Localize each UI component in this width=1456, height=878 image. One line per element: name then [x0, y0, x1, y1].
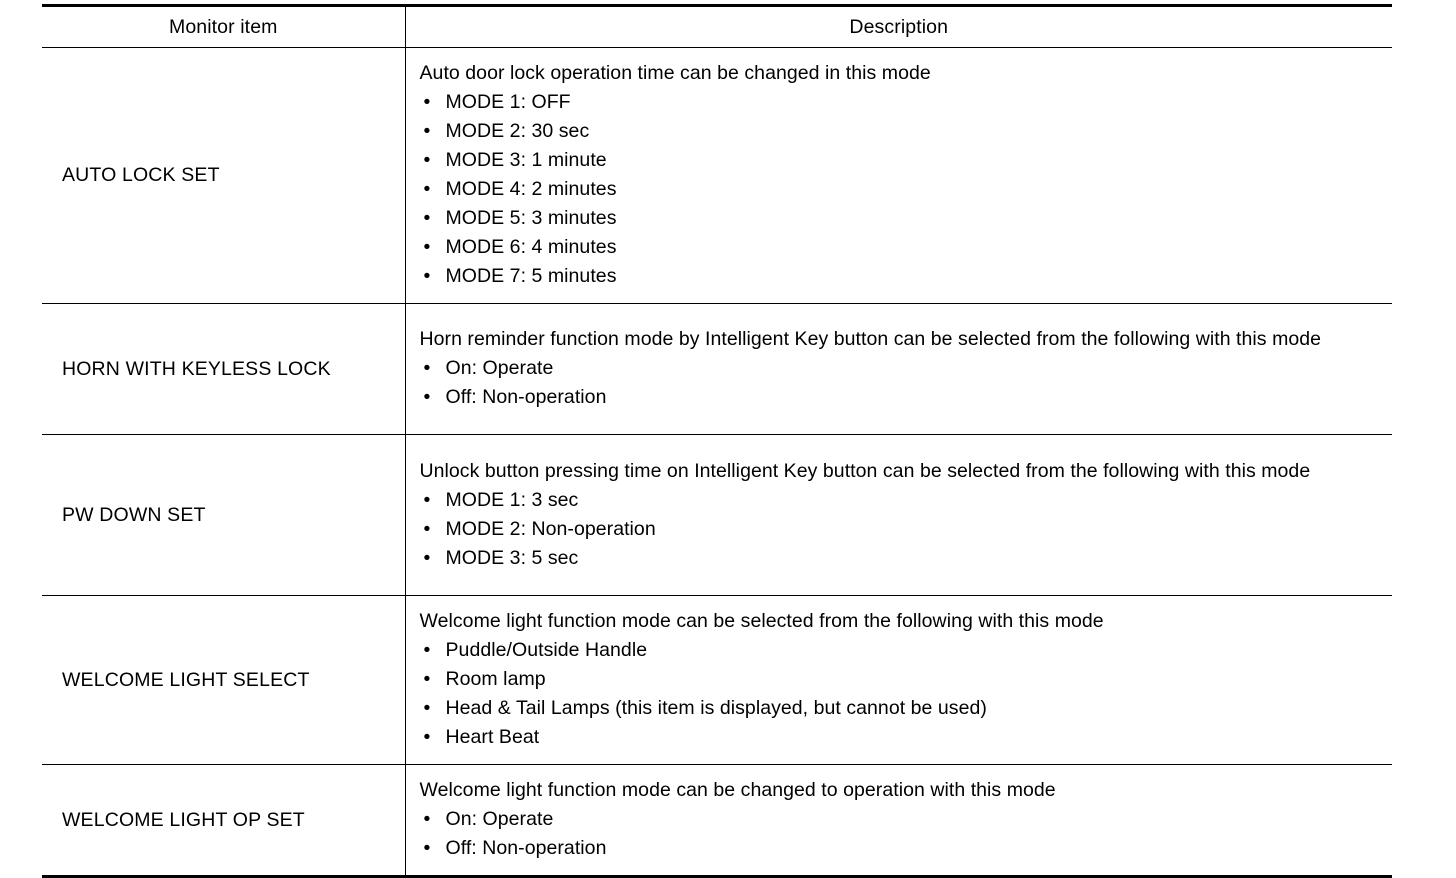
column-header-monitor-item: Monitor item [42, 5, 406, 48]
description-content: Unlock button pressing time on Intellige… [406, 446, 1393, 585]
bullet-icon: • [423, 149, 431, 171]
list-item: • MODE 2: Non-operation [420, 515, 1385, 544]
list-item-label: MODE 1: OFF [445, 91, 571, 113]
description-cell: Unlock button pressing time on Intellige… [405, 435, 1392, 596]
description-option-list: • MODE 1: OFF • MODE 2: 30 sec • MODE 3: 1 … [420, 88, 1385, 291]
monitor-item-label: PW DOWN SET [62, 503, 206, 526]
list-item: • MODE 3: 1 minute [420, 146, 1385, 175]
monitor-item-cell: WELCOME LIGHT SELECT [42, 595, 406, 765]
list-item-label: MODE 4: 2 minutes [445, 178, 617, 200]
description-option-list: • On: Operate • Off: Non-operation [420, 805, 1385, 863]
bullet-icon: • [423, 120, 431, 142]
list-item: • MODE 1: 3 sec [420, 486, 1385, 515]
list-item: • Off: Non-operation [420, 383, 1385, 412]
list-item-label: Off: Non-operation [445, 386, 607, 408]
column-header-monitor-item-label: Monitor item [169, 15, 278, 38]
list-item-label: MODE 2: 30 sec [445, 120, 590, 142]
list-item-label: On: Operate [445, 357, 554, 379]
monitor-item-table: Monitor item Description AUTO LOCK SET A… [42, 4, 1392, 878]
description-lead-text: Welcome light function mode can be chang… [419, 779, 1056, 801]
monitor-item-cell: HORN WITH KEYLESS LOCK [42, 303, 406, 435]
bullet-icon: • [423, 546, 431, 569]
list-item-label: MODE 1: 3 sec [445, 488, 579, 511]
description-lead-text: Horn reminder function mode by Intellige… [419, 328, 1322, 350]
description-cell: Horn reminder function mode by Intellige… [405, 304, 1392, 435]
bullet-icon: • [423, 837, 431, 859]
list-item-label: Off: Non-operation [445, 837, 607, 859]
list-item: • MODE 4: 2 minutes [420, 175, 1385, 204]
description-option-list: • MODE 1: 3 sec • MODE 2: Non-operation • M… [420, 486, 1385, 573]
list-item-label: MODE 5: 3 minutes [445, 207, 617, 229]
list-item: • MODE 1: OFF [420, 88, 1385, 117]
description-option-list: • On: Operate • Off: Non-operation [420, 354, 1385, 412]
table-header: Monitor item Description [42, 5, 1392, 48]
bullet-icon: • [423, 726, 431, 748]
list-item-label: MODE 3: 5 sec [445, 546, 579, 569]
table-row: WELCOME LIGHT OP SET Welcome light funct… [42, 764, 1392, 877]
column-header-description-label: Description [849, 15, 949, 38]
monitor-item-cell: PW DOWN SET [42, 434, 406, 596]
list-item-label: On: Operate [445, 808, 554, 830]
bullet-icon: • [423, 236, 431, 258]
table-row: PW DOWN SET Unlock button pressing time … [42, 434, 1392, 596]
monitor-item-cell: AUTO LOCK SET [42, 47, 406, 304]
list-item-label: MODE 7: 5 minutes [445, 265, 617, 287]
bullet-icon: • [423, 668, 431, 690]
list-item-label: MODE 2: Non-operation [445, 517, 656, 540]
description-lead-text: Auto door lock operation time can be cha… [419, 62, 931, 84]
list-item: • MODE 2: 30 sec [420, 117, 1385, 146]
list-item: • Heart Beat [420, 723, 1385, 752]
table-row: WELCOME LIGHT SELECT Welcome light funct… [42, 595, 1392, 765]
list-item-label: MODE 6: 4 minutes [445, 236, 617, 258]
list-item: • Puddle/Outside Handle [420, 636, 1385, 665]
list-item: • MODE 6: 4 minutes [420, 233, 1385, 262]
description-cell: Welcome light function mode can be selec… [405, 596, 1392, 765]
list-item-label: Heart Beat [445, 726, 540, 748]
description-lead-text: Welcome light function mode can be selec… [419, 610, 1104, 632]
list-item-label: MODE 3: 1 minute [445, 149, 607, 171]
monitor-item-label: WELCOME LIGHT SELECT [62, 668, 310, 691]
list-item: • Room lamp [420, 665, 1385, 694]
bullet-icon: • [423, 697, 431, 719]
list-item: • Off: Non-operation [420, 834, 1385, 863]
monitor-item-label: WELCOME LIGHT OP SET [62, 808, 305, 831]
column-header-description: Description [405, 6, 1392, 48]
bullet-icon: • [423, 386, 431, 408]
bullet-icon: • [423, 808, 431, 830]
bullet-icon: • [423, 91, 431, 113]
monitor-item-label: AUTO LOCK SET [62, 164, 220, 186]
description-lead-text: Unlock button pressing time on Intellige… [419, 459, 1311, 482]
monitor-item-cell: WELCOME LIGHT OP SET [42, 764, 406, 877]
description-cell: Auto door lock operation time can be cha… [405, 48, 1392, 304]
bullet-icon: • [423, 517, 431, 540]
table-header-row: Monitor item Description [42, 5, 1392, 48]
description-cell: Welcome light function mode can be chang… [405, 765, 1392, 877]
description-option-list: • Puddle/Outside Handle • Room lamp • Head … [420, 636, 1385, 752]
table-body: AUTO LOCK SET Auto door lock operation t… [42, 47, 1392, 877]
bullet-icon: • [423, 265, 431, 287]
list-item: • MODE 7: 5 minutes [420, 262, 1385, 291]
bullet-icon: • [423, 178, 431, 200]
monitor-item-label: HORN WITH KEYLESS LOCK [62, 357, 331, 380]
list-item-label: Room lamp [445, 668, 546, 690]
list-item-label: Puddle/Outside Handle [445, 639, 648, 661]
list-item: • On: Operate [420, 805, 1385, 834]
table-row: HORN WITH KEYLESS LOCK Horn reminder fun… [42, 303, 1392, 435]
bullet-icon: • [423, 357, 431, 379]
list-item-label: Head & Tail Lamps (this item is displaye… [445, 697, 987, 719]
bullet-icon: • [423, 488, 431, 511]
list-item: • MODE 3: 5 sec [420, 544, 1385, 573]
document-page: Monitor item Description AUTO LOCK SET A… [42, 5, 1392, 877]
description-content: Auto door lock operation time can be cha… [406, 48, 1393, 303]
list-item: • On: Operate [420, 354, 1385, 383]
description-content: Horn reminder function mode by Intellige… [406, 314, 1393, 424]
list-item: • Head & Tail Lamps (this item is display… [420, 694, 1385, 723]
table-row: AUTO LOCK SET Auto door lock operation t… [42, 47, 1392, 304]
list-item: • MODE 5: 3 minutes [420, 204, 1385, 233]
description-content: Welcome light function mode can be selec… [406, 596, 1393, 764]
bullet-icon: • [423, 639, 431, 661]
bullet-icon: • [423, 207, 431, 229]
description-content: Welcome light function mode can be chang… [406, 765, 1393, 875]
